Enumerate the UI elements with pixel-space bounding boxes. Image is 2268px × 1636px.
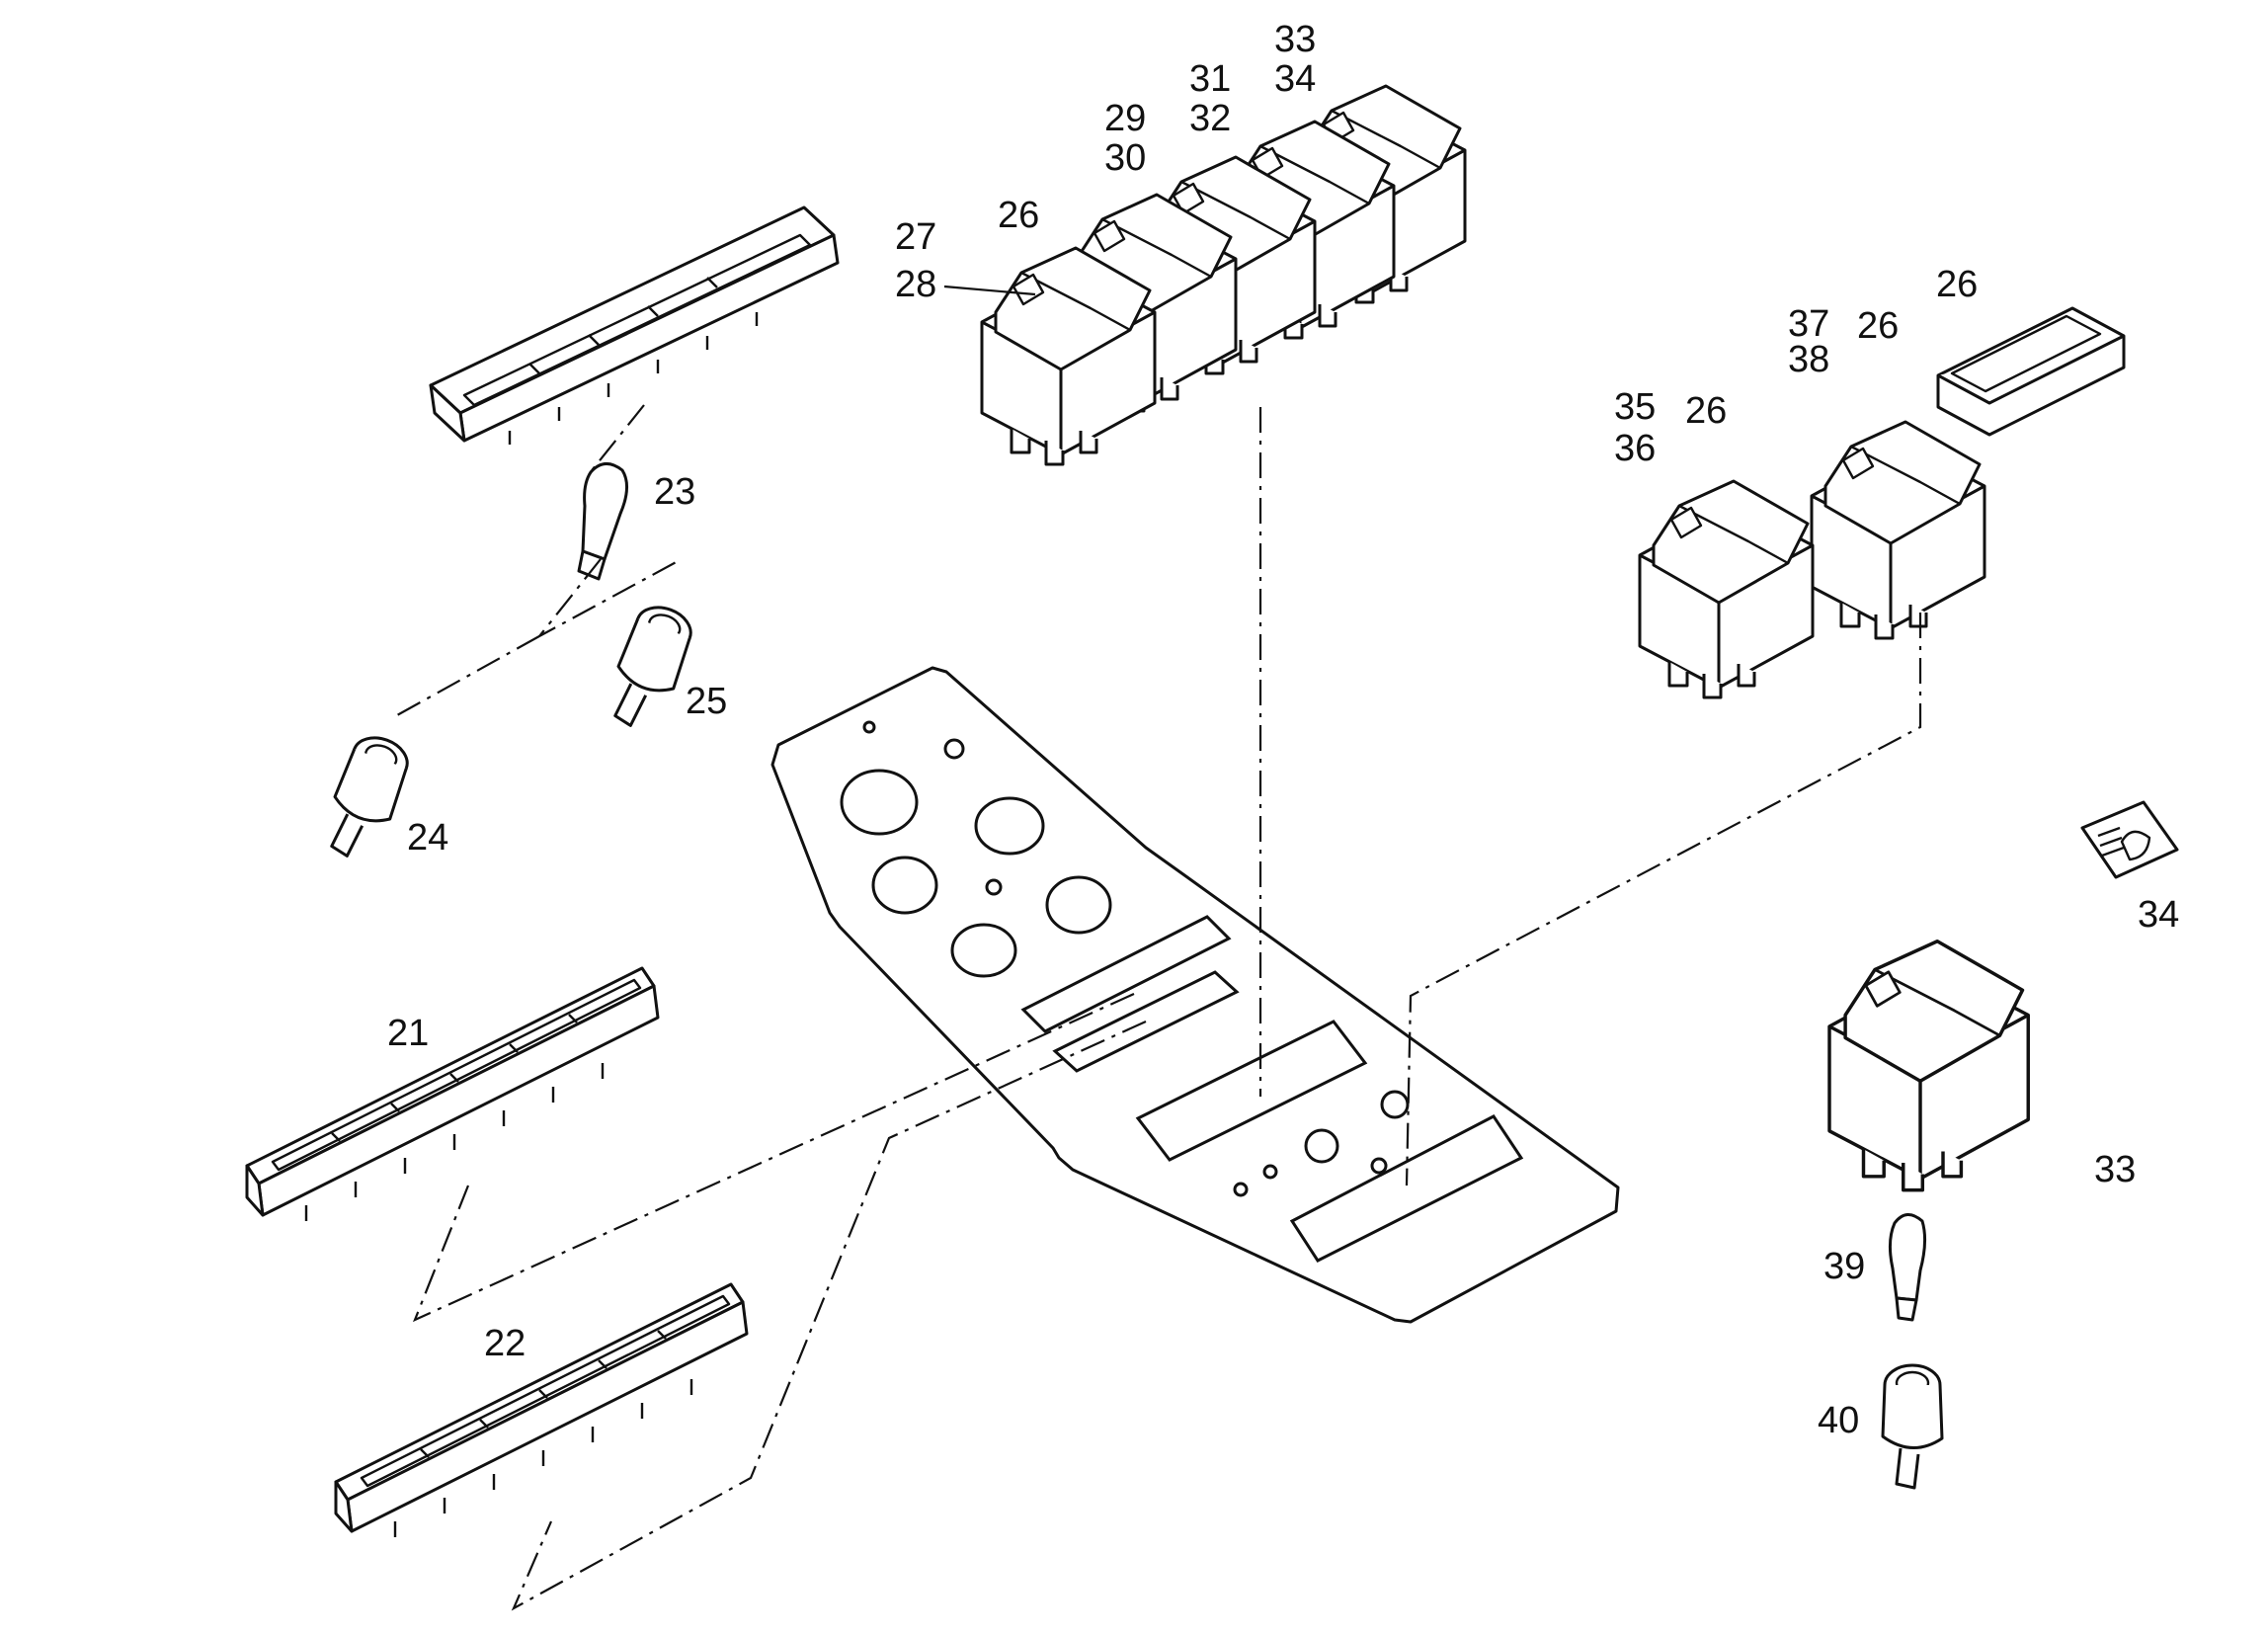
callout-32: 32 bbox=[1189, 98, 1231, 139]
callout-29: 29 bbox=[1104, 98, 1146, 139]
callouts: 33 34 31 32 29 30 26 27 28 23 25 24 21 2… bbox=[387, 19, 2179, 1441]
callout-31: 31 bbox=[1189, 58, 1231, 100]
callout-37: 37 bbox=[1788, 303, 1829, 345]
callout-27: 27 bbox=[895, 216, 936, 258]
callout-33-top: 33 bbox=[1274, 19, 1316, 60]
lamp-holder-40 bbox=[1881, 1363, 1944, 1490]
assembly-lines bbox=[396, 285, 1922, 1611]
callout-30: 30 bbox=[1104, 137, 1146, 179]
switch-bank-right bbox=[1638, 306, 2126, 699]
rocker-switch-33 bbox=[1827, 940, 2030, 1192]
callout-40: 40 bbox=[1818, 1400, 1859, 1441]
callout-34-lens: 34 bbox=[2138, 894, 2179, 936]
callout-35: 35 bbox=[1614, 386, 1656, 428]
panel-plate bbox=[770, 666, 1620, 1324]
symbol-lens-34 bbox=[2080, 800, 2179, 879]
indicator-strip-22 bbox=[334, 1282, 749, 1537]
callout-25: 25 bbox=[686, 681, 727, 722]
callout-28: 28 bbox=[895, 264, 936, 305]
callout-26-top: 26 bbox=[998, 195, 1039, 236]
callout-34-top: 34 bbox=[1274, 58, 1316, 100]
lamp-holder-24 bbox=[315, 728, 417, 867]
callout-21: 21 bbox=[387, 1013, 429, 1054]
lamp-holder-25 bbox=[599, 598, 700, 737]
callout-24: 24 bbox=[407, 817, 448, 859]
bulb-23 bbox=[577, 462, 628, 581]
switch-bank-top bbox=[980, 84, 1467, 466]
callout-22: 22 bbox=[484, 1323, 526, 1364]
callout-26-mid-right: 26 bbox=[1857, 305, 1899, 347]
callout-38: 38 bbox=[1788, 339, 1829, 380]
callout-33-switch: 33 bbox=[2094, 1149, 2136, 1190]
callout-39: 39 bbox=[1823, 1246, 1865, 1287]
callout-26-left-right: 26 bbox=[1685, 390, 1727, 432]
indicator-strip-21 bbox=[245, 966, 660, 1221]
callout-23: 23 bbox=[654, 471, 695, 513]
bulb-39 bbox=[1888, 1213, 1927, 1322]
callout-26-far-right: 26 bbox=[1936, 264, 1978, 305]
callout-36: 36 bbox=[1614, 428, 1656, 469]
indicator-strip-top bbox=[429, 205, 840, 445]
